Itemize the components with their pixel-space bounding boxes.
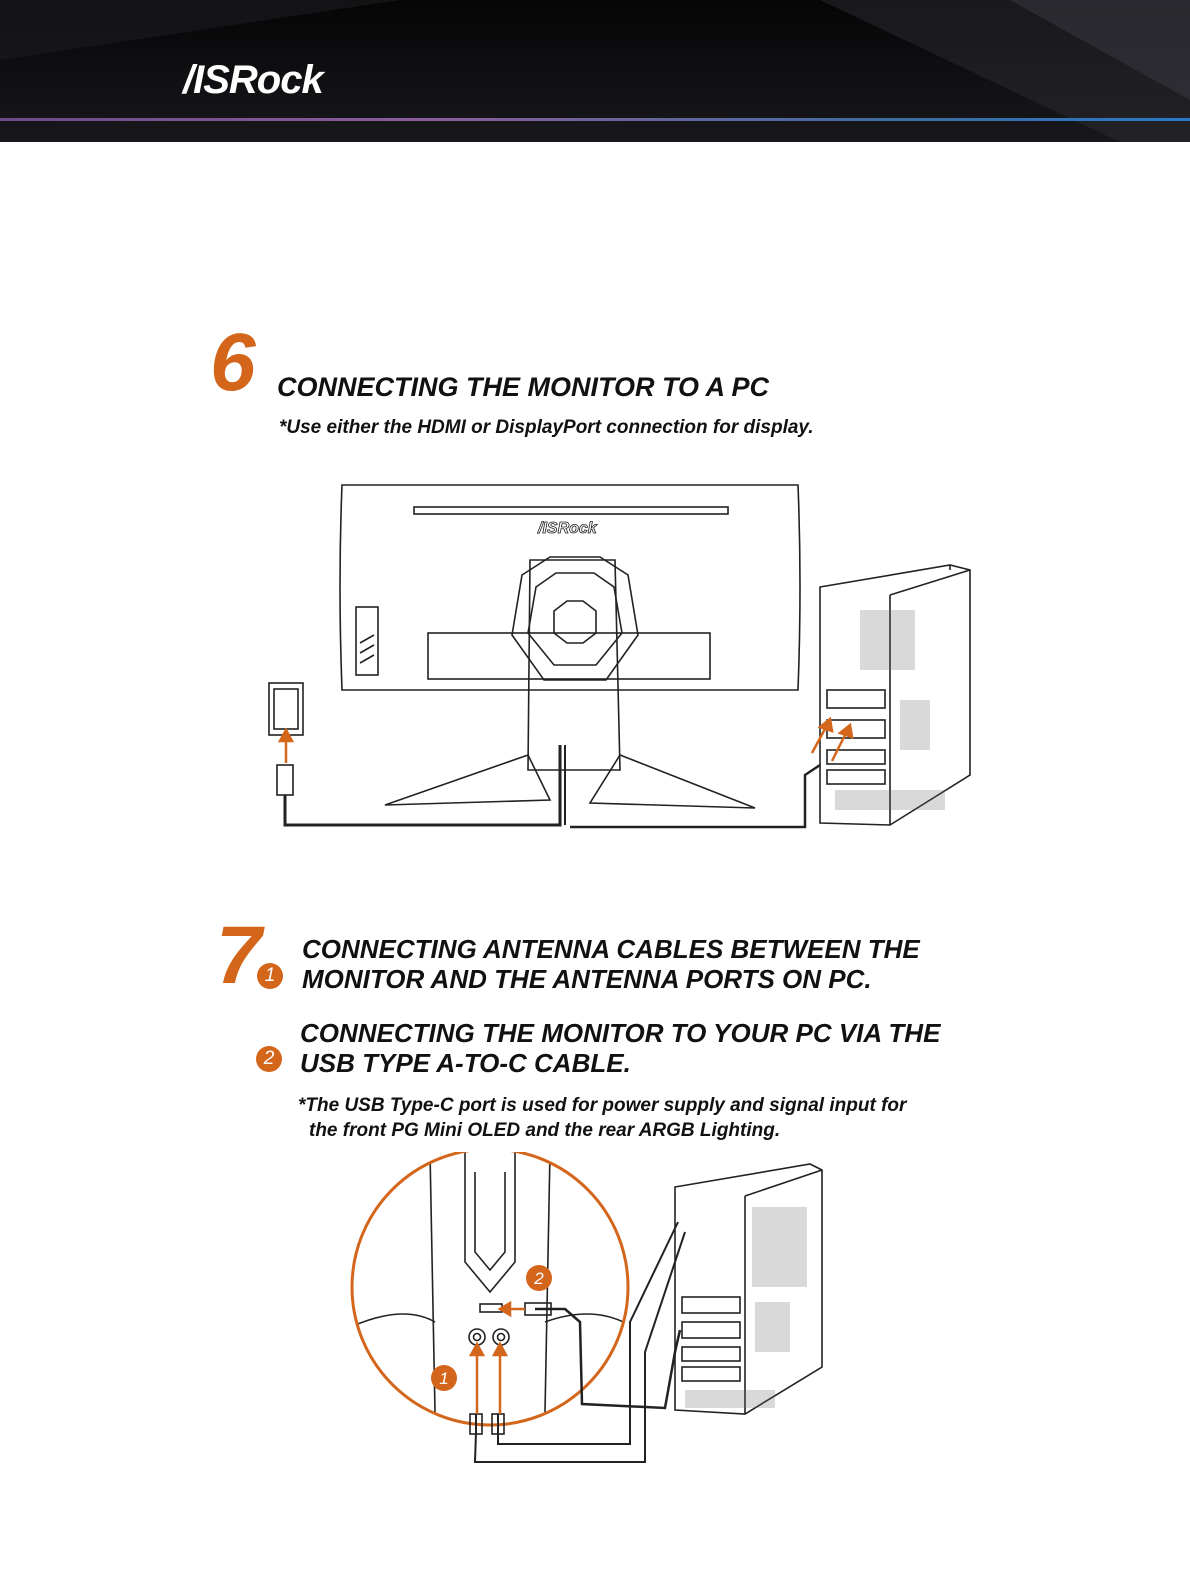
zoom-circle (350, 1152, 630, 1427)
monitor-back (339, 484, 801, 691)
step-7-badge-2: 2 (256, 1046, 282, 1072)
callout-2 (526, 1265, 552, 1291)
step-7-item-1-line-1: CONNECTING ANTENNA CABLES BETWEEN THE (302, 934, 920, 964)
callout-2-label: 2 (533, 1269, 544, 1288)
step-7-badge-1: 1 (257, 963, 283, 989)
step-7-item-2-line-1: CONNECTING THE MONITOR TO YOUR PC VIA TH… (300, 1018, 941, 1048)
asrock-logo: /ISRock (183, 58, 324, 102)
step-7-item-2-line-2: USB TYPE A-TO-C CABLE. (300, 1048, 631, 1078)
pc-tower (819, 564, 971, 826)
step-7-item-1-line-2: MONITOR AND THE ANTENNA PORTS ON PC. (302, 964, 872, 994)
callout-1 (431, 1365, 457, 1391)
step-7-note-line-1: *The USB Type-C port is used for power s… (298, 1095, 907, 1116)
step-7-note-line-2: the front PG Mini OLED and the rear ARGB… (309, 1120, 781, 1141)
monitor-pc-connection-diagram: /ISRock (268, 484, 971, 829)
pc-tower-2 (674, 1163, 823, 1415)
header-stripe (0, 118, 1190, 121)
step-6-note: *Use either the HDMI or DisplayPort conn… (279, 417, 814, 438)
monitor-vent (413, 506, 729, 515)
step-7-number: 7 (216, 910, 262, 1001)
callout-1-label: 1 (439, 1369, 448, 1388)
step-6-title: CONNECTING THE MONITOR TO A PC (277, 372, 770, 402)
antenna-usb-connection-diagram: 1 2 (350, 1152, 823, 1463)
step-6-number: 6 (210, 317, 256, 408)
monitor-logo: /ISRock (537, 520, 598, 537)
page-header: /ISRock (0, 0, 1190, 142)
header-texture (0, 0, 1190, 142)
